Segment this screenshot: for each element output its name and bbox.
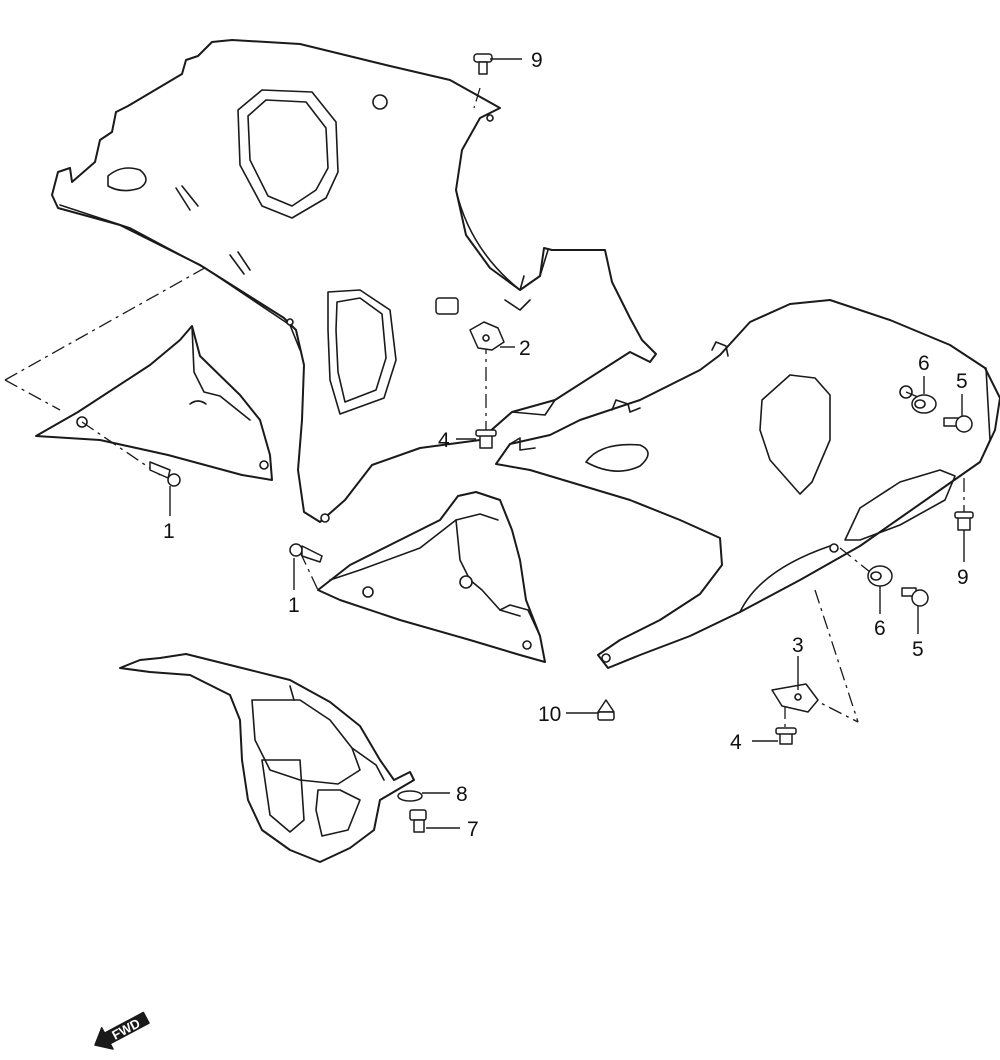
callout-leaders [169,58,965,829]
callout-4-top: 4 [438,429,450,452]
screw-part-1-center[interactable] [289,543,323,563]
grommet-part-6-lower[interactable] [867,565,893,587]
bolt-part-7[interactable] [409,809,427,833]
fwd-label: FWD [109,1016,142,1043]
callout-4-lower: 4 [730,731,742,754]
callout-5-lower: 5 [912,638,924,661]
bolt-part-4-lower[interactable] [775,727,797,745]
callout-9-top: 9 [531,49,543,72]
upper-left-fairing-panel[interactable] [51,39,657,523]
callout-6-lower: 6 [874,617,886,640]
callout-1-left: 1 [163,520,175,543]
fwd-arrow-icon [94,1011,150,1050]
callout-2: 2 [519,337,531,360]
push-rivet-part-10[interactable] [597,699,615,721]
bolt-part-5-lower[interactable] [901,587,929,607]
callout-labels: 9 2 4 1 6 5 9 1 6 5 3 10 4 8 7 [163,49,969,841]
callout-6-upper: 6 [918,352,930,375]
grommet-part-6-upper[interactable] [911,394,937,414]
screw-part-1-left[interactable] [149,461,181,487]
forward-direction-arrow: FWD [94,1011,150,1050]
bracket-part-2[interactable] [435,297,505,351]
center-under-panel[interactable] [317,491,546,663]
left-inner-panel[interactable] [35,325,273,481]
callout-5-upper: 5 [956,370,968,393]
bracket-part-3[interactable] [771,683,819,713]
screw-part-9-top[interactable] [473,53,493,75]
clip-part-9-right[interactable] [954,511,974,531]
callout-7: 7 [467,818,479,841]
callout-10: 10 [538,703,561,726]
lower-under-cowl[interactable] [119,653,415,863]
assembly-guide-lines [4,87,965,730]
callout-8: 8 [456,783,468,806]
right-lower-cowl[interactable] [495,299,1000,669]
callout-3: 3 [792,634,804,657]
callout-9-right: 9 [957,566,969,589]
washer-part-8[interactable] [397,790,423,802]
bolt-part-5-upper[interactable] [943,415,973,433]
bolt-part-4-top[interactable] [475,429,497,449]
callout-1-center: 1 [288,594,300,617]
